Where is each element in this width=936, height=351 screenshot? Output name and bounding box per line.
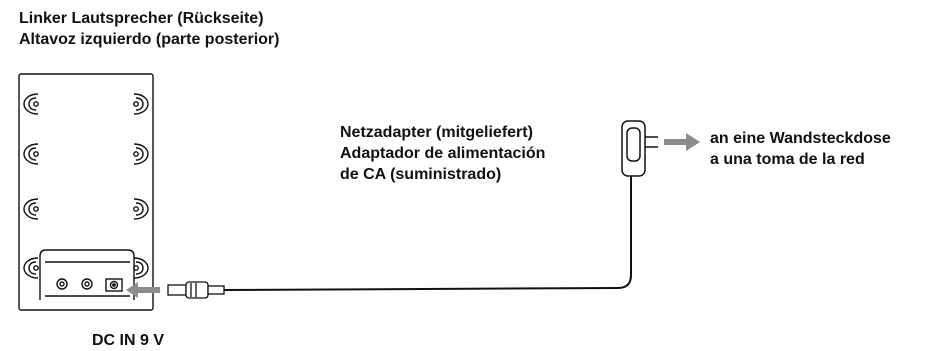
- speaker-title-line-2: Altavoz izquierdo (parte posterior): [19, 31, 280, 48]
- clip-icon: [133, 93, 149, 115]
- adapter-label: Netzadapter (mitgeliefert) Adaptador de …: [340, 122, 545, 185]
- adapter-cable: [223, 176, 632, 291]
- speaker-clips-left: [23, 93, 39, 279]
- connector-panel: [39, 249, 135, 300]
- speaker-body: [18, 73, 154, 311]
- ac-adapter-icon: [621, 120, 658, 177]
- speaker-title: Linker Lautsprecher (Rückseite) Altavoz …: [19, 8, 279, 50]
- speaker-clips-right: [133, 93, 149, 279]
- dc-in-jack-icon: [105, 278, 123, 292]
- clip-icon: [133, 257, 149, 279]
- outlet-label: an eine Wandsteckdose a una toma de la r…: [710, 128, 891, 170]
- speaker-rear: [18, 73, 154, 311]
- jack-icon: [81, 278, 93, 290]
- insert-arrow-icon: [126, 282, 160, 298]
- adapter-label-line-3: de CA (suministrado): [340, 166, 502, 183]
- clip-icon: [133, 198, 149, 220]
- clip-icon: [23, 143, 39, 165]
- outlet-label-line-2: a una toma de la red: [710, 151, 865, 168]
- clip-icon: [23, 257, 39, 279]
- adapter-label-line-2: Adaptador de alimentación: [340, 145, 546, 162]
- dc-in-label: DC IN 9 V: [92, 332, 165, 349]
- outlet-label-line-1: an eine Wandsteckdose: [710, 130, 891, 147]
- adapter-label-line-1: Netzadapter (mitgeliefert): [340, 124, 533, 141]
- outlet-arrow-icon: [664, 133, 700, 151]
- clip-icon: [133, 143, 149, 165]
- clip-icon: [23, 198, 39, 220]
- speaker-title-line-1: Linker Lautsprecher (Rückseite): [19, 10, 264, 27]
- jack-icon: [56, 278, 68, 290]
- clip-icon: [23, 93, 39, 115]
- dc-plug-icon: [167, 281, 225, 299]
